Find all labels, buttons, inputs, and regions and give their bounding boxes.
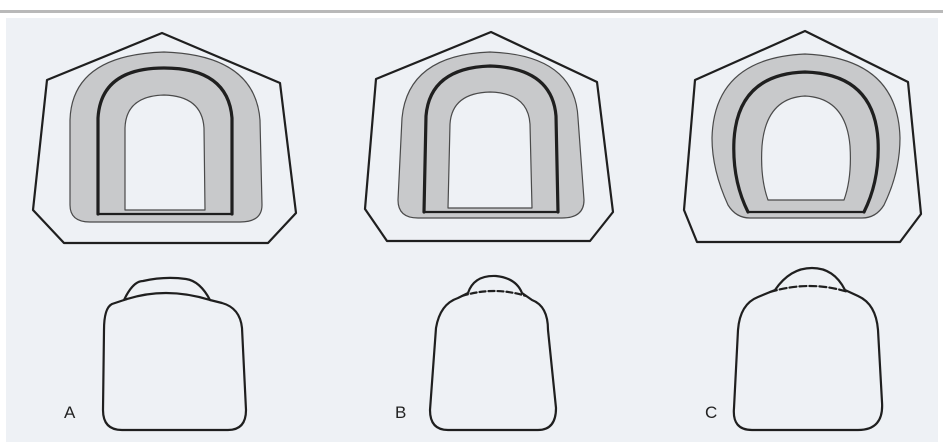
panel-b-tongue-outline bbox=[430, 276, 556, 430]
panel-b-group bbox=[365, 32, 613, 430]
panel-c-group bbox=[684, 31, 921, 430]
panel-c-label: C bbox=[705, 403, 717, 423]
panel-b-tongue-tip-line bbox=[462, 291, 526, 296]
panel-c-tongue-tip-line bbox=[770, 286, 848, 292]
panel-c-tongue-outline bbox=[734, 268, 882, 430]
panel-a-label: A bbox=[64, 403, 75, 423]
panel-a-tongue-tip-line bbox=[124, 293, 210, 300]
panel-b-label: B bbox=[395, 403, 406, 423]
panel-a-group bbox=[33, 33, 296, 430]
